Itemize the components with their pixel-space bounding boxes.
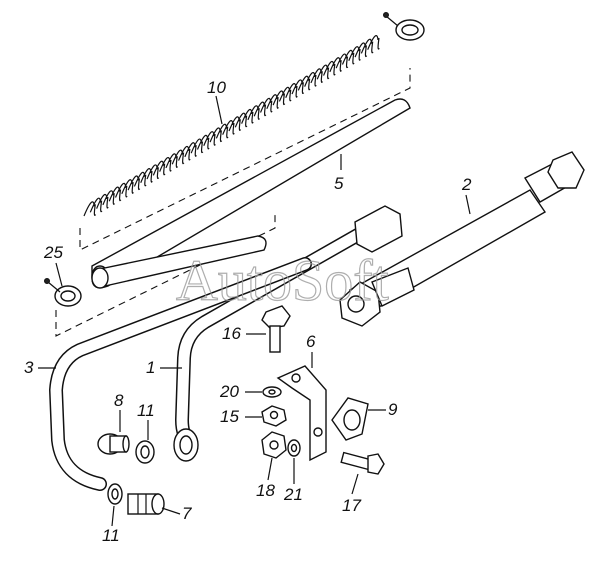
bolt-16 — [261, 305, 291, 353]
label-17: 17 — [342, 496, 361, 515]
sleeve-short — [91, 235, 267, 289]
label-15: 15 — [220, 407, 239, 426]
bracket-6 — [276, 365, 327, 462]
label-7: 7 — [182, 504, 192, 523]
label-2: 2 — [461, 175, 472, 194]
label-9: 9 — [388, 400, 398, 419]
plug-8 — [97, 433, 130, 455]
label-8: 8 — [114, 391, 124, 410]
bolt-17 — [340, 451, 385, 475]
hose-clamp-top — [383, 12, 425, 41]
hose-2 — [339, 151, 585, 327]
pipe-1 — [173, 205, 403, 462]
label-10: 10 — [207, 78, 226, 97]
hose-clamp-25 — [44, 278, 82, 307]
label-21: 21 — [283, 485, 303, 504]
watermark: AutoSoft — [176, 248, 389, 313]
pipe-3 — [49, 257, 312, 491]
label-11-lower: 11 — [102, 526, 120, 545]
label-18: 18 — [256, 481, 275, 500]
assembly-frame — [55, 68, 411, 337]
leader-lines — [38, 95, 471, 527]
label-11-upper: 11 — [137, 401, 155, 420]
label-20: 20 — [219, 382, 239, 401]
label-25: 25 — [43, 243, 63, 262]
nut-18 — [261, 431, 287, 459]
label-3: 3 — [24, 358, 34, 377]
washer-11-lower — [107, 483, 123, 505]
washer-20 — [262, 386, 282, 398]
spring-10 — [83, 34, 380, 217]
nut-15 — [261, 405, 287, 427]
label-5: 5 — [334, 174, 344, 193]
label-6: 6 — [306, 332, 316, 351]
label-1: 1 — [146, 358, 155, 377]
washer-11-upper — [135, 440, 155, 464]
clip-9 — [331, 397, 369, 441]
lock-washer-21 — [287, 439, 301, 457]
fitting-7 — [127, 493, 165, 515]
label-16: 16 — [222, 324, 241, 343]
